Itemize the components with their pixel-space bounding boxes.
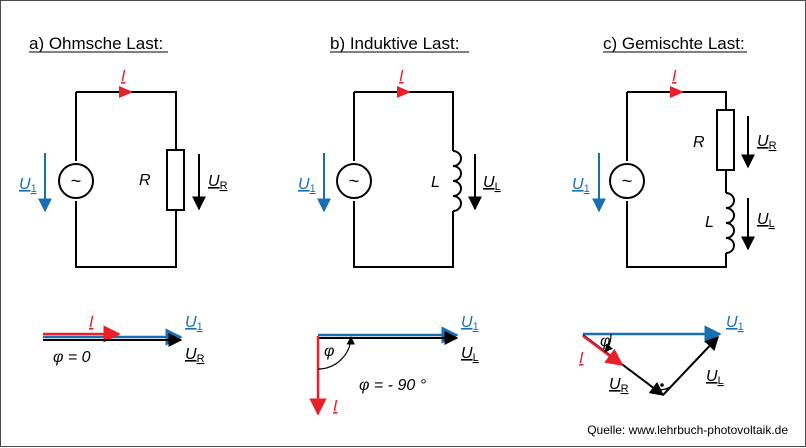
voltage-label-u1: U1 (298, 176, 316, 195)
current-arrowhead (119, 86, 133, 98)
phase-angle-ohmic: φ = 0 (53, 349, 91, 366)
ac-source-symbol: ~ (622, 171, 633, 191)
voltage-label-ur: UR (757, 133, 777, 152)
panel-inductive: b) Induktive Last: I ~ U1 L UL φ U1 UL I… (298, 34, 501, 416)
phase-angle-inductive: φ = - 90 ° (359, 377, 427, 394)
voltage-label-u1: U1 (572, 176, 590, 195)
phasor-u1-label: U1 (185, 314, 203, 333)
voltage-label-ul: UL (757, 211, 775, 230)
phasor-ul-label: UL (706, 368, 724, 387)
phase-angle-symbol: φ (600, 333, 610, 350)
phase-angle-symbol: φ (324, 343, 334, 360)
phasor-current-label: I (333, 398, 338, 415)
voltage-label-ur: UR (208, 173, 228, 192)
voltage-label-ul: UL (483, 174, 501, 193)
title-ohmic: a) Ohmsche Last: (29, 34, 163, 53)
inductor-icon (452, 150, 462, 212)
current-label: I (399, 68, 404, 85)
ac-source-symbol: ~ (71, 171, 82, 191)
phase-angle-arc (317, 336, 355, 370)
circuit-wire-mixed (626, 91, 727, 268)
phasor-current (582, 334, 624, 367)
ac-source-icon (58, 163, 94, 199)
voltage-label-u1: U1 (19, 176, 37, 195)
phase-angle-arc (604, 333, 613, 353)
ac-source-icon (336, 163, 372, 199)
phasor-ur-label: UR (609, 376, 629, 395)
current-arrowhead (670, 86, 684, 98)
resistor-icon (716, 109, 735, 171)
inductor-label: L (705, 214, 714, 231)
resistor-label: R (693, 134, 705, 151)
phasor-ul-label: UL (461, 345, 479, 364)
inductor-icon (725, 192, 735, 254)
phasor-ur-label: UR (185, 346, 205, 365)
circuit-wire-ohmic (75, 91, 177, 268)
inductor-label: L (431, 174, 440, 191)
panel-ohmic: a) Ohmsche Last: I ~ U1 R UR I U1 UR φ =… (19, 34, 228, 366)
phasor-current-label: I (89, 314, 94, 331)
title-inductive: b) Induktive Last: (330, 34, 459, 53)
current-arrowhead (397, 86, 411, 98)
resistor-label: R (139, 172, 151, 189)
panel-mixed: c) Gemischte Last: I ~ U1 R UR L UL φ U1… (572, 34, 777, 396)
right-angle-mark (648, 381, 676, 391)
current-label: I (121, 68, 126, 85)
ac-source-icon (609, 163, 645, 199)
source-credit: Quelle: www.lehrbuch-photovoltaik.de (587, 423, 788, 437)
resistor-icon (166, 149, 185, 211)
phasor-current-label: I (579, 350, 584, 367)
phasor-u1-label: U1 (461, 314, 479, 333)
circuit-wire-inductive (353, 91, 454, 268)
right-angle-dot (660, 383, 664, 387)
ac-source-symbol: ~ (349, 171, 360, 191)
current-label: I (672, 68, 677, 85)
phasor-u1-label: U1 (726, 314, 744, 333)
title-mixed: c) Gemischte Last: (603, 34, 745, 53)
